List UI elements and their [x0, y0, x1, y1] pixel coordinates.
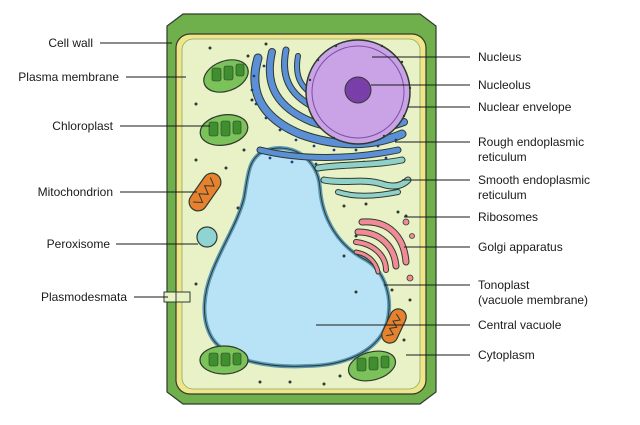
- label-mitochondrion: Mitochondrion: [38, 185, 113, 199]
- tonoplast: [203, 147, 390, 367]
- label-plasmodesmata: Plasmodesmata: [41, 290, 127, 304]
- mitochondrion-lower: [381, 308, 407, 344]
- smooth-endoplasmic-reticulum: [314, 156, 412, 199]
- label-nucleus: Nucleus: [478, 50, 521, 64]
- mitochondrion: [188, 172, 222, 212]
- label-rough-er: Rough endoplasmic reticulum: [478, 135, 587, 164]
- peroxisome: [196, 226, 218, 248]
- leader-lines: [100, 42, 470, 356]
- nuclear-pores: [308, 44, 412, 140]
- golgi-vesicles: [402, 218, 415, 282]
- golgi-apparatus: [353, 218, 410, 275]
- label-peroxisome: Peroxisome: [47, 237, 111, 251]
- label-ribosomes: Ribosomes: [478, 210, 538, 224]
- chloroplast-lower-right: [347, 350, 397, 382]
- label-chloroplast: Chloroplast: [52, 119, 113, 133]
- chloroplast-lower-left: [199, 345, 249, 375]
- nucleus: [311, 45, 405, 139]
- chloroplast: [203, 59, 249, 93]
- label-central-vacuole: Central vacuole: [478, 318, 562, 332]
- nucleolus: [344, 76, 372, 104]
- label-tonoplast: Tonoplast (vacuole membrane): [478, 278, 588, 307]
- label-golgi-apparatus: Golgi apparatus: [478, 240, 563, 254]
- label-smooth-er: Smooth endoplasmic reticulum: [478, 173, 593, 202]
- label-cell-wall: Cell wall: [48, 36, 93, 50]
- chloroplast-upper-second: [199, 114, 249, 146]
- label-nuclear-envelope: Nuclear envelope: [478, 100, 572, 114]
- label-cytoplasm: Cytoplasm: [478, 348, 535, 362]
- label-plasma-membrane: Plasma membrane: [18, 70, 119, 84]
- label-nucleolus: Nucleolus: [478, 78, 531, 92]
- ribosomes: [194, 42, 412, 386]
